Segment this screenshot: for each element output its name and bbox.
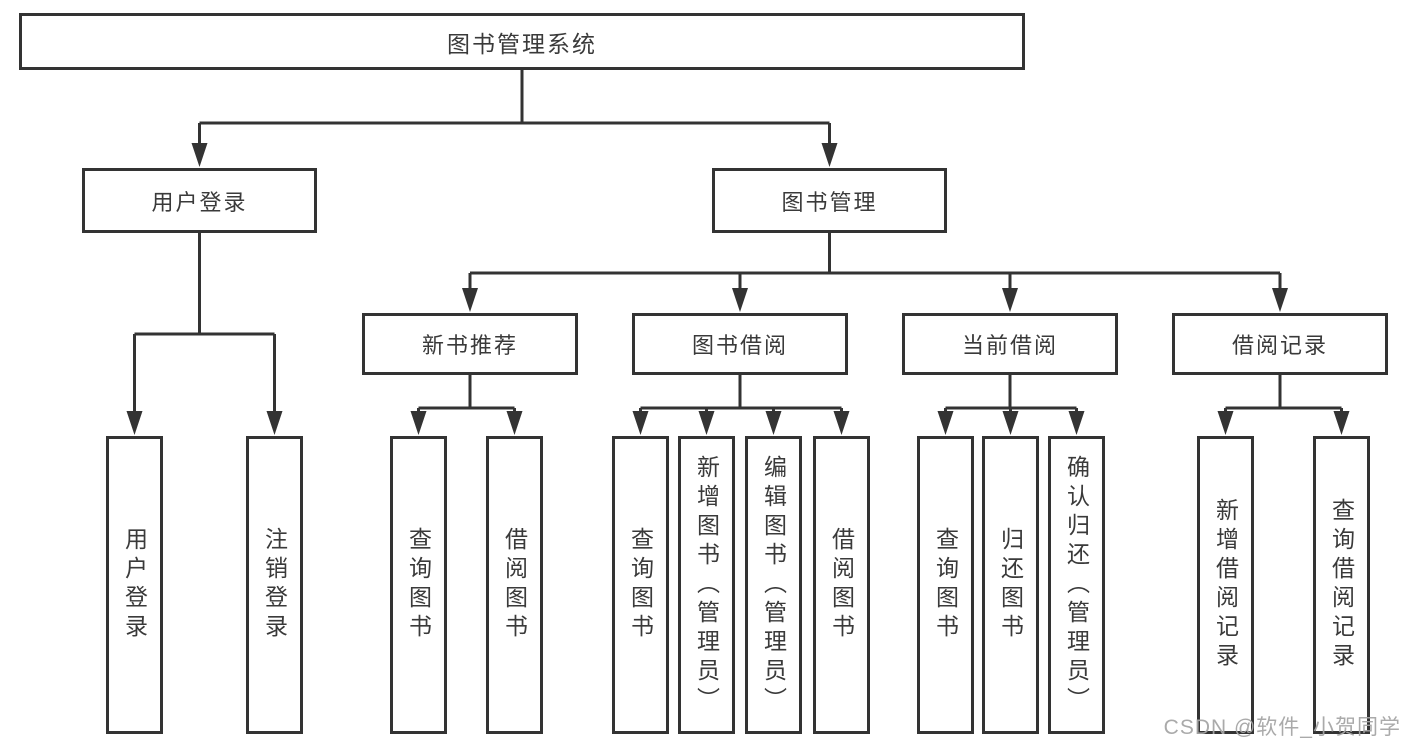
node-query-borrow-record: 查询借阅记录 [1313,436,1370,734]
node-label: 归还图书 [997,527,1024,643]
node-add-borrow-record: 新增借阅记录 [1197,436,1254,734]
node-label: 新书推荐 [421,333,518,358]
node-borrow-books-leaf: 借阅图书 [813,436,870,734]
node-current-borrowing: 当前借阅 [902,313,1118,375]
node-label: 查询图书 [627,527,654,643]
node-add-books-admin: 新增图书（管理员） [678,436,735,734]
node-label: 图书管理系统 [447,30,597,57]
node-label: 用户登录 [151,189,248,215]
node-label: 图书管理 [781,189,878,215]
node-label: 当前借阅 [961,333,1058,358]
node-query-books-recommend: 查询图书 [390,436,447,734]
node-book-management: 图书管理 [712,168,947,233]
node-query-books-borrow: 查询图书 [612,436,669,734]
node-label: 借阅记录 [1231,333,1328,358]
node-user-login: 用户登录 [82,168,317,233]
node-confirm-return-admin: 确认归还（管理员） [1048,436,1105,734]
node-return-books: 归还图书 [982,436,1039,734]
node-borrowing-records: 借阅记录 [1172,313,1388,375]
arrowheads [126,143,1350,435]
node-label: 查询图书 [932,527,959,643]
node-label: 编辑图书（管理员） [760,454,787,716]
node-user-login-leaf: 用户登录 [106,436,163,734]
node-label: 确认归还（管理员） [1063,454,1090,716]
node-label: 新增借阅记录 [1212,498,1239,672]
node-book-borrowing: 图书借阅 [632,313,848,375]
csdn-watermark: CSDN @软件_小贺同学 [1163,716,1401,739]
node-query-books-current: 查询图书 [917,436,974,734]
node-label: 借阅图书 [501,527,528,643]
node-logout-leaf: 注销登录 [246,436,303,734]
node-label: 查询借阅记录 [1328,498,1355,672]
node-edit-books-admin: 编辑图书（管理员） [745,436,802,734]
node-label: 查询图书 [405,527,432,643]
node-new-book-recommend: 新书推荐 [362,313,578,375]
node-label: 注销登录 [261,527,288,643]
node-label: 借阅图书 [828,527,855,643]
node-borrow-books-recommend: 借阅图书 [486,436,543,734]
node-label: 用户登录 [121,527,148,643]
node-label: 新增图书（管理员） [693,454,720,716]
node-label: 图书借阅 [691,333,788,358]
node-library-management-system: 图书管理系统 [19,13,1025,70]
